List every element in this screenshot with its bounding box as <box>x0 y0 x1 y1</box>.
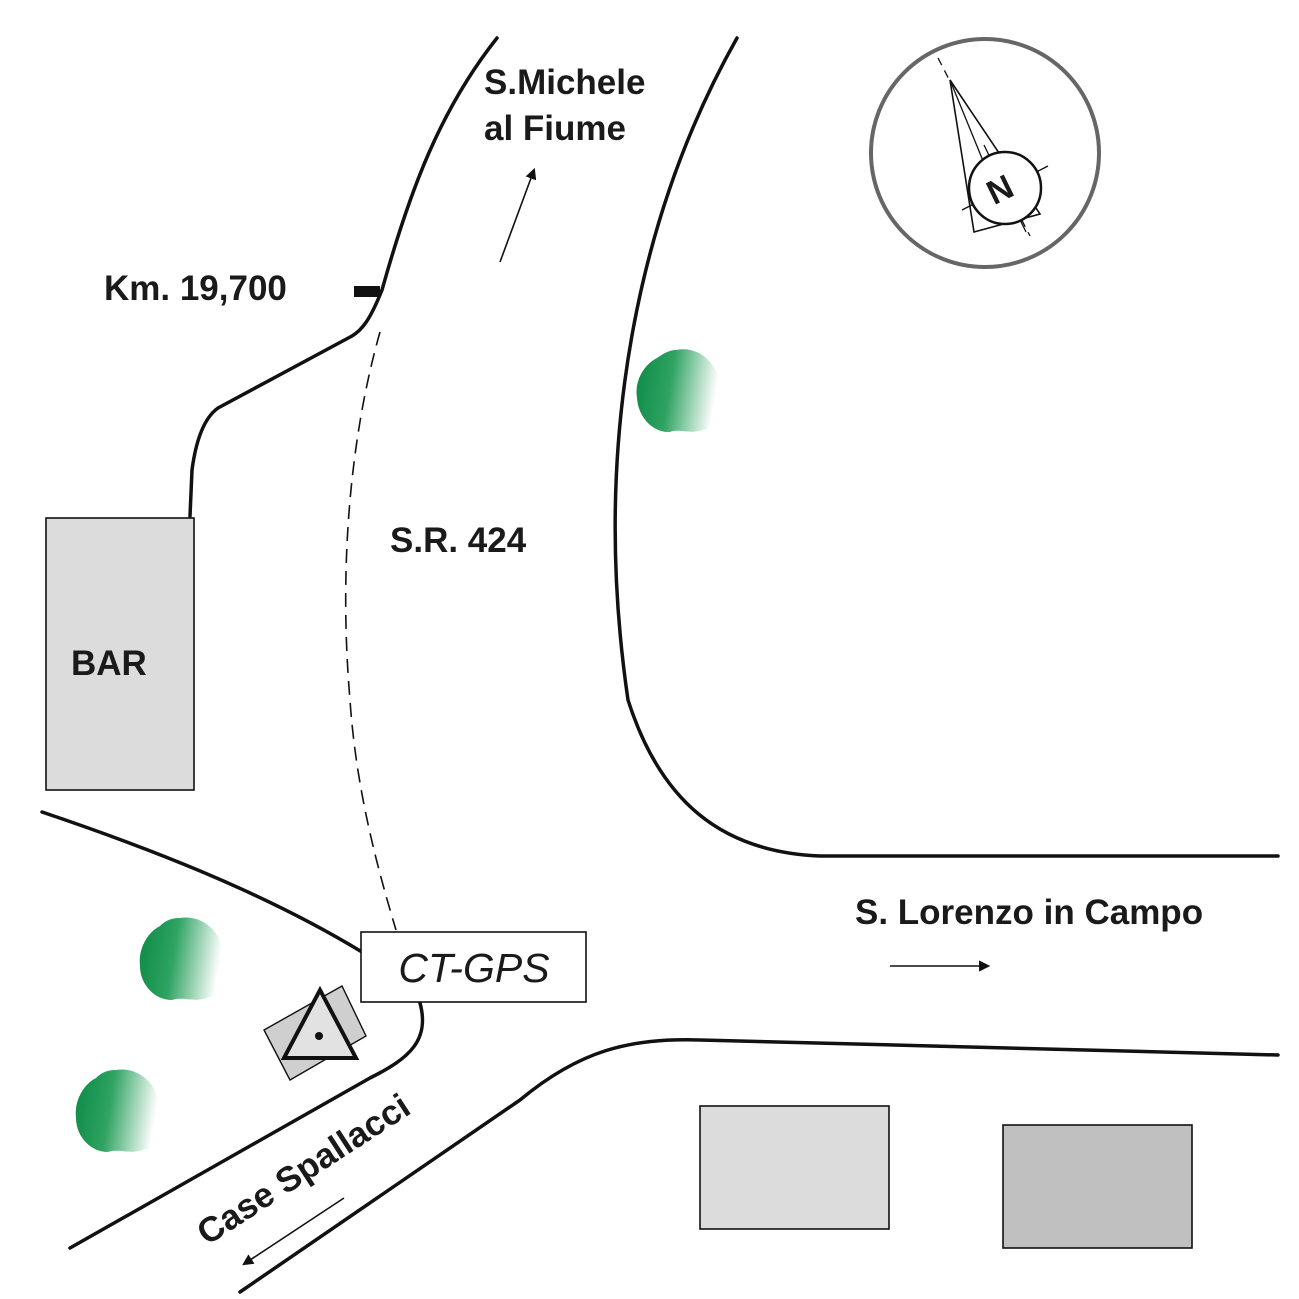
case-spallacci-direction-arrow <box>242 1197 345 1266</box>
road-label-sr424: S.R. 424 <box>390 521 527 560</box>
building-light <box>699 1105 890 1230</box>
station-label-box: CT-GPS <box>360 931 587 1003</box>
sr424-centerline <box>344 331 397 931</box>
san-lorenzo-road-south-edge <box>238 1038 1280 1294</box>
san-michele-label-line2: al Fiume <box>484 109 626 148</box>
case-spallacci-road-west-edge <box>68 1001 425 1250</box>
road-network <box>40 36 1280 1294</box>
san-lorenzo-label: S. Lorenzo in Campo <box>855 893 1203 932</box>
sr424-west-edge <box>188 36 499 518</box>
tree-icon <box>75 1069 161 1152</box>
bar-label: BAR <box>71 644 147 683</box>
bar-building: BAR <box>45 517 195 791</box>
san-michele-direction-arrow <box>499 167 537 263</box>
tree-icon <box>139 917 225 1000</box>
station-label: CT-GPS <box>398 945 549 991</box>
gps-benchmark-triangle-icon <box>263 985 367 1081</box>
km-marker-post <box>354 286 380 297</box>
sr424-east-edge <box>613 36 1280 858</box>
tree-icon <box>636 349 721 433</box>
side-road-north-edge <box>40 810 364 954</box>
case-spallacci-label: Case Spallacci <box>190 1086 417 1252</box>
building-dark <box>1002 1124 1193 1249</box>
km-marker-label: Km. 19,700 <box>104 269 287 308</box>
north-arrow-compass-icon: N <box>869 37 1101 269</box>
san-michele-label-line1: S.Michele <box>484 63 645 102</box>
